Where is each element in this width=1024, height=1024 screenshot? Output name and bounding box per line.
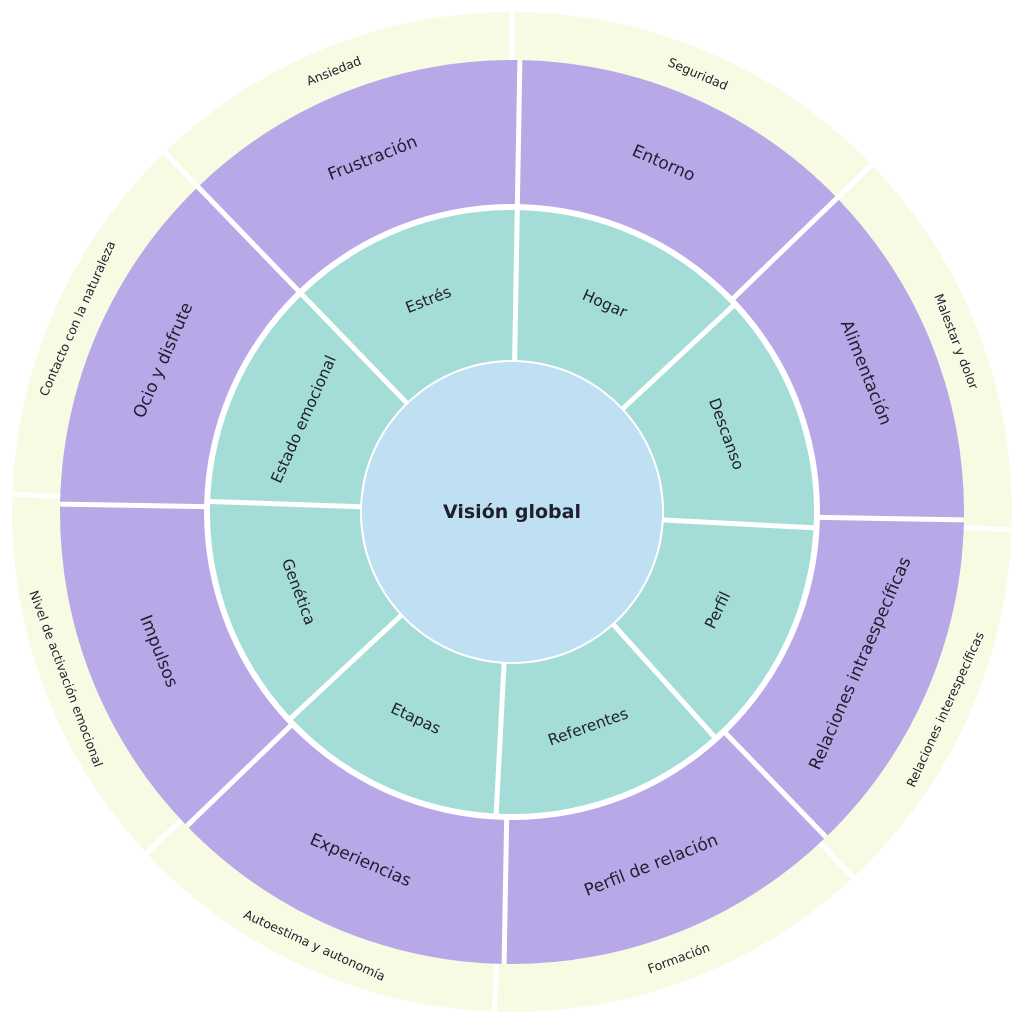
- outer-ring-segment: [837, 166, 1013, 527]
- middle-ring-segment: [727, 519, 964, 836]
- inner-ring-segment: [498, 626, 713, 814]
- outer-ring-segment: [12, 154, 198, 494]
- middle-ring-segment: [188, 727, 505, 964]
- middle-ring-segment: [735, 199, 964, 518]
- center-hub: Visión global: [362, 362, 662, 662]
- inner-ring: HogarDescansoPerfilReferentesEtapasGenét…: [210, 210, 814, 814]
- center-label: Visión global: [443, 501, 581, 523]
- inner-ring-segment: [624, 307, 814, 526]
- middle-ring-segment: [60, 506, 289, 825]
- outer-ring-segment: [11, 497, 182, 852]
- center-circle: [362, 362, 662, 662]
- inner-ring-segment: [292, 617, 502, 814]
- middle-ring-segment: [199, 60, 518, 289]
- inner-ring-segment: [210, 296, 405, 505]
- middle-ring-segment: [506, 735, 825, 964]
- inner-ring-segment: [615, 522, 814, 735]
- middle-ring-segment: [519, 60, 836, 297]
- middle-ring-segment: [60, 188, 297, 505]
- inner-ring-segment: [304, 210, 515, 401]
- outer-ring-segment: [497, 842, 852, 1012]
- inner-ring-segment: [210, 503, 400, 717]
- inner-ring-segment: [517, 210, 732, 407]
